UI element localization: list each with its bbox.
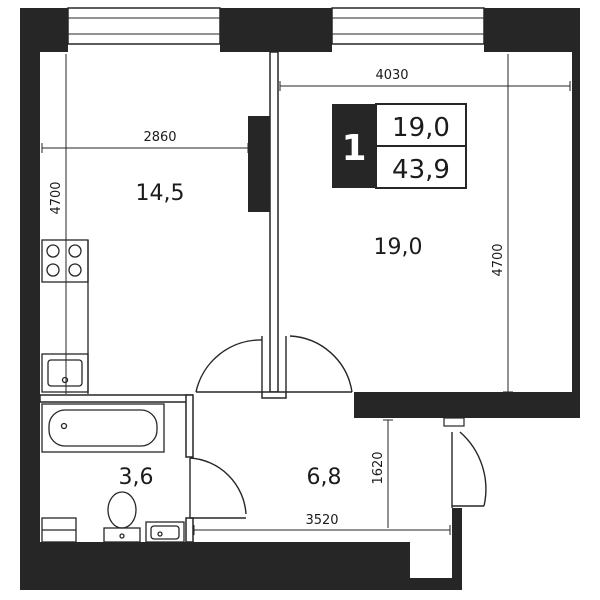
- badge-room-count: 1: [341, 128, 366, 169]
- window-kitchen: [67, 7, 221, 45]
- dim-line-hall-depth: [383, 419, 393, 528]
- dim-line-living-width: [279, 81, 571, 91]
- room-area-hall: 6,8: [307, 465, 342, 490]
- dim-line-hall-width: [193, 525, 451, 535]
- door-living-room: [285, 335, 353, 393]
- dim-kitchen-width: 2860: [143, 130, 176, 145]
- exterior-walls: [20, 8, 580, 590]
- apartment-badge: [332, 103, 467, 189]
- badge-total-area: 43,9: [392, 155, 450, 185]
- dim-living-depth: 4700: [491, 243, 506, 276]
- kitchen-sink-icon: [41, 353, 89, 393]
- dim-hall-width: 3520: [305, 513, 338, 528]
- door-kitchen: [195, 336, 263, 393]
- interior-walls: [39, 51, 465, 543]
- dim-living-width: 4030: [375, 68, 408, 83]
- dim-line-living-depth: [503, 54, 513, 393]
- laundry-cabinet: [41, 517, 77, 543]
- toilet-icon: [103, 491, 141, 543]
- badge-living-area: 19,0: [392, 113, 450, 143]
- room-area-kitchen: 14,5: [136, 181, 185, 206]
- dim-kitchen-depth: 4700: [49, 181, 64, 214]
- dim-line-kitchen-width: [41, 143, 249, 153]
- stove-icon: [41, 239, 89, 283]
- bathtub-icon: [41, 403, 165, 453]
- door-bathroom: [189, 457, 247, 519]
- door-entrance: [451, 431, 487, 508]
- dim-hall-depth: 1620: [371, 451, 386, 484]
- window-living-room: [331, 7, 485, 45]
- washbasin-icon: [145, 521, 185, 543]
- room-area-living-room: 19,0: [374, 235, 423, 260]
- room-area-bathroom: 3,6: [119, 465, 154, 490]
